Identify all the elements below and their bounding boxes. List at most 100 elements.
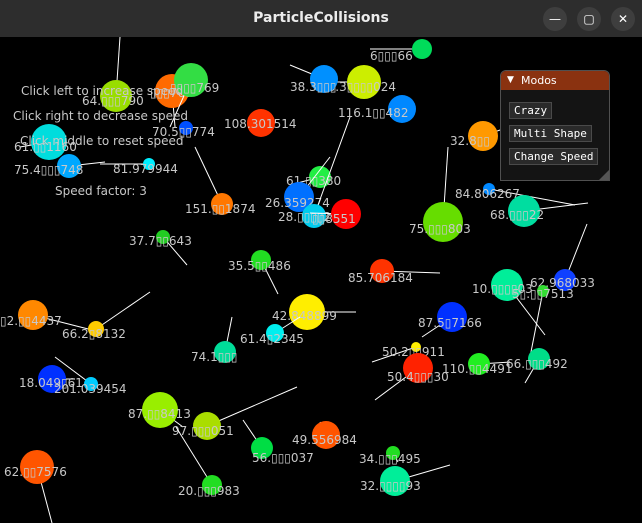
particle-circle [302, 204, 326, 228]
particle-circle [528, 348, 550, 370]
particle-speed-label: 75.4▯▯▯748 [14, 163, 83, 177]
particle-speed-label: 75.▯▯▯803 [409, 222, 471, 236]
particle: 20.▯▯▯983 [175, 426, 240, 498]
velocity-vector [206, 386, 298, 427]
particle-speed-label: 37.7▯▯643 [129, 234, 192, 248]
particle-scene: 6▯▯▯6638.3▯▯▯▯02438.3▯▯▯64.▯▯▯790▯▯▯769▯… [0, 37, 595, 523]
particle-speed-label: 18.049▯61 [19, 376, 83, 390]
particle-speed-label: 56.▯▯▯037 [252, 451, 314, 465]
particle-circle [20, 450, 54, 484]
particle: 6▯▯▯66 [370, 39, 432, 63]
particle: 75.4▯▯▯748 [14, 154, 106, 178]
particle: 38.3▯▯▯▯024 [320, 65, 396, 99]
particle-speed-label: ▯▯8551 [312, 212, 356, 226]
hud-decrease-hint: Click right to decrease speed [13, 109, 188, 123]
close-button[interactable]: ✕ [611, 7, 635, 31]
resize-grip-icon[interactable] [599, 170, 609, 180]
particle-speed-label: 68.▯▯▯22 [490, 208, 544, 222]
particle-speed-label: 10.▯▯▯▯03 [472, 282, 533, 296]
particle: 50.4▯▯▯30 [374, 353, 449, 401]
particle-circle [284, 182, 314, 212]
particle-speed-label: 87.▯▯8413 [128, 407, 191, 421]
multi-shape-button[interactable]: Multi Shape [509, 125, 592, 142]
particle-speed-label: 74.1▯▯▯ [191, 350, 238, 364]
particle-circle [100, 80, 132, 112]
particle-circle [380, 466, 410, 496]
particle-speed-label: 50.2▯▯911 [382, 345, 445, 359]
particle-circle [193, 412, 221, 440]
change-speed-button[interactable]: Change Speed [509, 148, 599, 165]
particle-circle [143, 158, 155, 170]
velocity-vector [371, 346, 417, 363]
particle: 75.▯▯▯803 [409, 146, 471, 242]
particle: 110.▯▯4491 [442, 353, 512, 376]
particle-speed-label: 87.5▯7166 [418, 316, 482, 330]
particle-speed-label: 38.3▯▯▯ [290, 80, 337, 94]
particle: 70.5▯▯774 [152, 121, 215, 139]
window-title: ParticleCollisions [253, 10, 389, 26]
particle: 87.▯▯8413 [128, 392, 191, 428]
particle-circle [483, 183, 495, 195]
particle-speed-label: 201.039454 [54, 382, 127, 396]
velocity-vector [529, 290, 544, 358]
particle-circle [179, 121, 193, 135]
particle-circle [156, 230, 170, 244]
collapse-arrow-icon[interactable]: ▼ [507, 75, 514, 85]
modos-panel[interactable]: ▼ Modos Crazy Multi Shape Change Speed [500, 70, 610, 181]
particle: 81.979944 [100, 158, 178, 176]
particle-circle [84, 377, 98, 391]
velocity-vector [95, 291, 151, 330]
particle-circle [214, 341, 236, 363]
particle-speed-label: 32.8▯▯ [450, 134, 490, 148]
particle: 56.▯▯▯037 [242, 419, 314, 465]
particle-speed-label: 34.▯▯▯495 [359, 452, 421, 466]
minimize-button[interactable]: — [543, 7, 567, 31]
particle-circle [251, 250, 271, 270]
particle: 38.3▯▯▯ [289, 64, 338, 94]
particle-speed-label: 62.▯▯7576 [4, 465, 67, 479]
particle-circle [403, 353, 433, 383]
hud-increase-hint: Click left to increase speed [21, 84, 184, 98]
particle: 64.▯▯▯790 [82, 37, 144, 112]
velocity-vector [54, 356, 92, 385]
particle: 61.▯▯1160 [14, 124, 77, 160]
particle: 49.556984 [292, 421, 357, 449]
modos-panel-header[interactable]: ▼ Modos [501, 71, 609, 90]
particle: 85.706184 [348, 259, 441, 285]
velocity-vector [313, 116, 351, 217]
particle: 10.▯▯▯▯03 [472, 269, 546, 336]
particle: 87.5▯7166 [418, 302, 482, 338]
particle: 74.1▯▯▯ [191, 316, 238, 364]
particle-speed-label: 6▯▯▯66 [370, 49, 413, 63]
particle: 62.▯▯7576 [4, 450, 67, 523]
particle-speed-label: 81.979944 [113, 162, 178, 176]
particle: 32.8▯▯ [450, 121, 521, 151]
particle-speed-label: 61.▯▯1160 [14, 140, 77, 154]
particle: ▯▯8551 [309, 199, 361, 229]
particle-speed-label: 85.706184 [348, 271, 413, 285]
particle: 116.1▯▯482 [338, 95, 416, 123]
particle-circle [142, 392, 178, 428]
particle-circle [388, 95, 416, 123]
particle: 18.049▯61 [19, 365, 83, 393]
particle-circle [211, 193, 233, 215]
particle-circle [18, 300, 48, 330]
particle-circle [251, 437, 273, 459]
particle-speed-label: 66.▯▯▯492 [506, 357, 568, 371]
crazy-button[interactable]: Crazy [509, 102, 553, 119]
particle: 108.301514 [224, 109, 297, 137]
particle-speed-label: 5▯.▯▯7513 [512, 287, 574, 301]
maximize-button[interactable]: ▢ [577, 7, 601, 31]
particle-circle [289, 294, 325, 330]
particle-speed-label: 151.▯▯1874 [185, 202, 255, 216]
particle-speed-label: 70.5▯▯774 [152, 125, 215, 139]
particle-speed-label: 64.▯▯▯790 [82, 94, 144, 108]
particle-circle [437, 302, 467, 332]
particle-speed-label: 108.301514 [224, 117, 297, 131]
particle-circle [310, 65, 338, 93]
hud-reset-hint: Click middle to reset speed [20, 134, 184, 148]
particle-circle [312, 421, 340, 449]
particle-circle [508, 195, 540, 227]
window-titlebar[interactable]: ParticleCollisions — ▢ ✕ [0, 0, 642, 37]
